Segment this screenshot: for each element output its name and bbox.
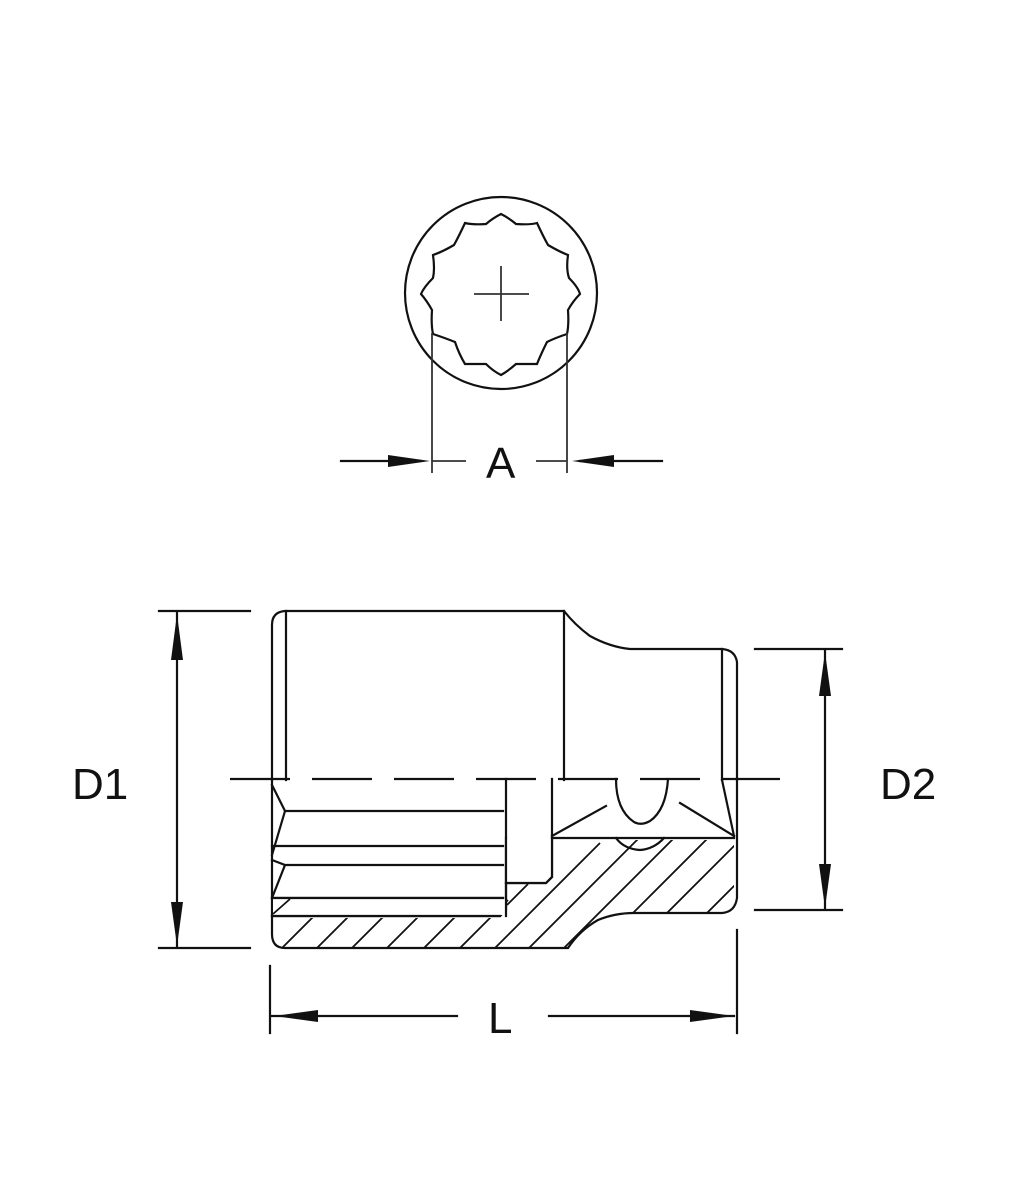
arrow-up-icon [171,614,183,660]
socket-outer-circle [403,195,599,391]
ball-detent-notch [614,777,670,825]
label-d1: D1 [72,760,128,809]
dimension-l: L [268,928,739,1043]
end-view [403,195,599,473]
dimension-d2: D2 [753,647,936,912]
twelve-point-opening [419,212,582,377]
label-d2: D2 [880,760,936,809]
arrow-up-icon [819,652,831,696]
ball-detent-bottom [614,836,666,852]
outer-profile-bottom [270,777,739,950]
arrow-left-icon [274,1010,318,1022]
dimension-a: A [339,439,664,488]
label-l: L [488,994,512,1043]
arrow-right-icon [388,455,430,467]
label-a: A [486,439,516,488]
flute-lines [270,777,508,918]
dimension-d1: D1 [72,609,252,950]
side-section-view [230,609,780,950]
arrow-down-icon [819,864,831,908]
outer-profile-top [270,609,739,782]
arrow-down-icon [171,902,183,946]
arrow-right-icon [690,1010,734,1022]
